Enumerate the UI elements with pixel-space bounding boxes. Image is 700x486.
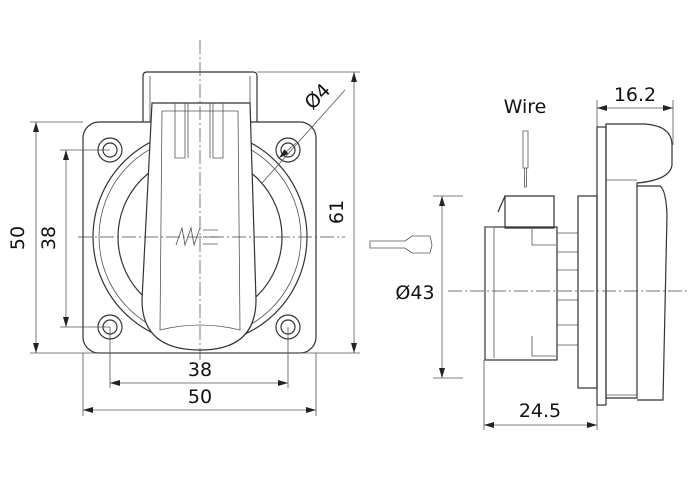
rear-flange <box>577 195 598 389</box>
dim-diameter: Ø43 <box>395 282 434 304</box>
dim-depth-body: 24.5 <box>519 400 561 422</box>
flap-side <box>637 185 668 401</box>
wire-label: Wire <box>504 96 547 118</box>
dim-total-height: 61 <box>326 200 348 224</box>
dimension-lines <box>30 71 360 416</box>
brand-logo <box>175 226 218 247</box>
terminal-top <box>497 195 555 229</box>
cover-ribs <box>174 103 224 159</box>
dim-width-outer: 50 <box>188 386 212 408</box>
dim-height-outer: 50 <box>7 226 29 250</box>
dim-width-holes: 38 <box>188 359 212 381</box>
dim-hole-diameter: Ø4 <box>300 79 335 114</box>
front-view: 50 38 61 38 50 Ø4 <box>7 40 360 416</box>
dim-height-holes: 38 <box>38 226 60 250</box>
front-plate <box>596 126 607 406</box>
side-view: Wire Ø43 24.5 16.2 <box>369 84 690 430</box>
side-dimension-lines <box>433 100 674 430</box>
plate-lines <box>606 179 637 396</box>
cover-inner-outline <box>159 110 241 331</box>
wire-icon <box>522 130 529 188</box>
contact-pins <box>485 226 578 358</box>
insert-body <box>484 226 558 361</box>
cover-side <box>605 123 673 399</box>
screwdriver-icon <box>369 235 433 254</box>
dim-depth-cover: 16.2 <box>614 84 656 106</box>
